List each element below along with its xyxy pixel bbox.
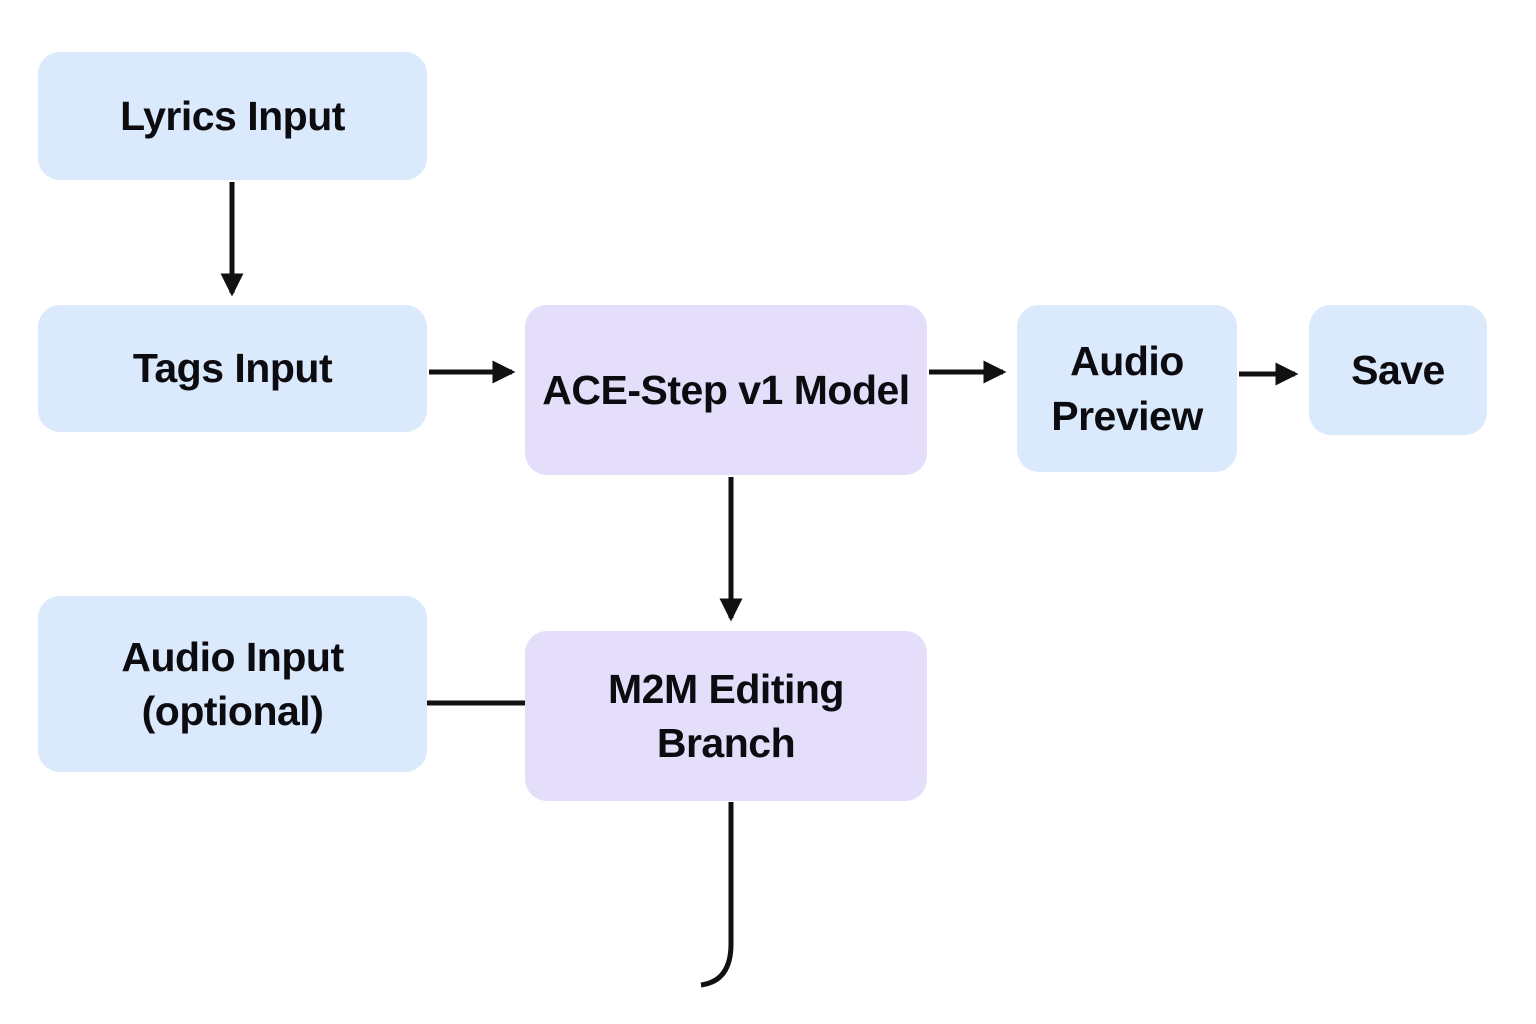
node-save: Save bbox=[1309, 305, 1487, 435]
node-audio-preview: Audio Preview bbox=[1017, 305, 1237, 472]
edge-m2m-tail bbox=[700, 802, 734, 988]
node-m2m-editing-branch: M2M Editing Branch bbox=[525, 631, 927, 801]
node-tags-input-label: Tags Input bbox=[132, 345, 333, 392]
node-lyrics-input: Lyrics Input bbox=[38, 52, 427, 180]
node-ace-step-model-label: ACE-Step v1 Model bbox=[542, 366, 910, 413]
node-audio-input-optional: Audio Input (optional) bbox=[38, 596, 427, 772]
node-ace-step-model: ACE-Step v1 Model bbox=[525, 305, 927, 475]
edge-group bbox=[220, 182, 1299, 988]
node-m2m-editing-branch-label: M2M Editing Branch bbox=[608, 665, 844, 766]
node-tags-input: Tags Input bbox=[38, 305, 427, 432]
node-audio-input-optional-label: Audio Input (optional) bbox=[121, 633, 344, 734]
node-save-label: Save bbox=[1351, 346, 1445, 393]
node-lyrics-input-label: Lyrics Input bbox=[120, 92, 345, 139]
node-audio-preview-label: Audio Preview bbox=[1051, 338, 1203, 439]
